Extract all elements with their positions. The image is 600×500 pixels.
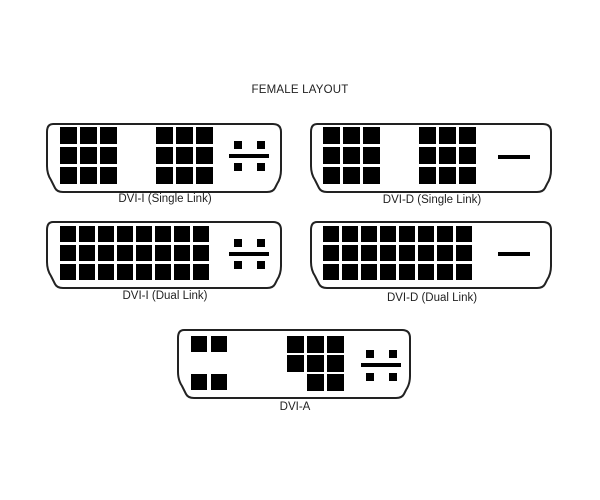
connector-dvi-i-dual-link <box>45 220 285 290</box>
analog-cross-icon <box>229 239 269 269</box>
connector-dvi-a <box>176 328 414 400</box>
connector-dvi-d-dual-link <box>309 220 555 290</box>
analog-cross-icon <box>229 141 269 171</box>
ground-blade-dash-icon <box>498 252 530 256</box>
dvi-d-dual-link-diagram <box>310 221 552 289</box>
pin-block-left <box>60 127 117 184</box>
pin-block-middle <box>287 336 344 391</box>
dvi-i-single-link-diagram <box>46 123 282 193</box>
diagram-title: FEMALE LAYOUT <box>251 84 349 96</box>
label-dvi-a: DVI-A <box>279 401 311 413</box>
dvi-a-diagram <box>177 329 411 399</box>
ground-blade-dash-icon <box>498 155 530 159</box>
label-dvi-d-dual-link: DVI-D (Dual Link) <box>386 292 478 304</box>
pin-block-left <box>323 127 380 184</box>
pin-block-dual <box>323 226 472 280</box>
analog-cross-icon <box>361 350 401 381</box>
connector-dvi-d-single-link <box>309 122 555 194</box>
analog-pins-left <box>191 336 227 390</box>
dvi-d-single-link-diagram <box>310 123 552 193</box>
connector-dvi-i-single-link <box>45 122 285 194</box>
label-dvi-i-single-link: DVI-I (Single Link) <box>118 193 212 205</box>
label-dvi-d-single-link: DVI-D (Single Link) <box>382 194 482 206</box>
pin-block-dual <box>60 226 209 280</box>
dvi-i-dual-link-diagram <box>46 221 282 289</box>
pin-block-right <box>156 127 213 184</box>
label-dvi-i-dual-link: DVI-I (Dual Link) <box>122 290 208 302</box>
pin-block-right <box>419 127 476 184</box>
